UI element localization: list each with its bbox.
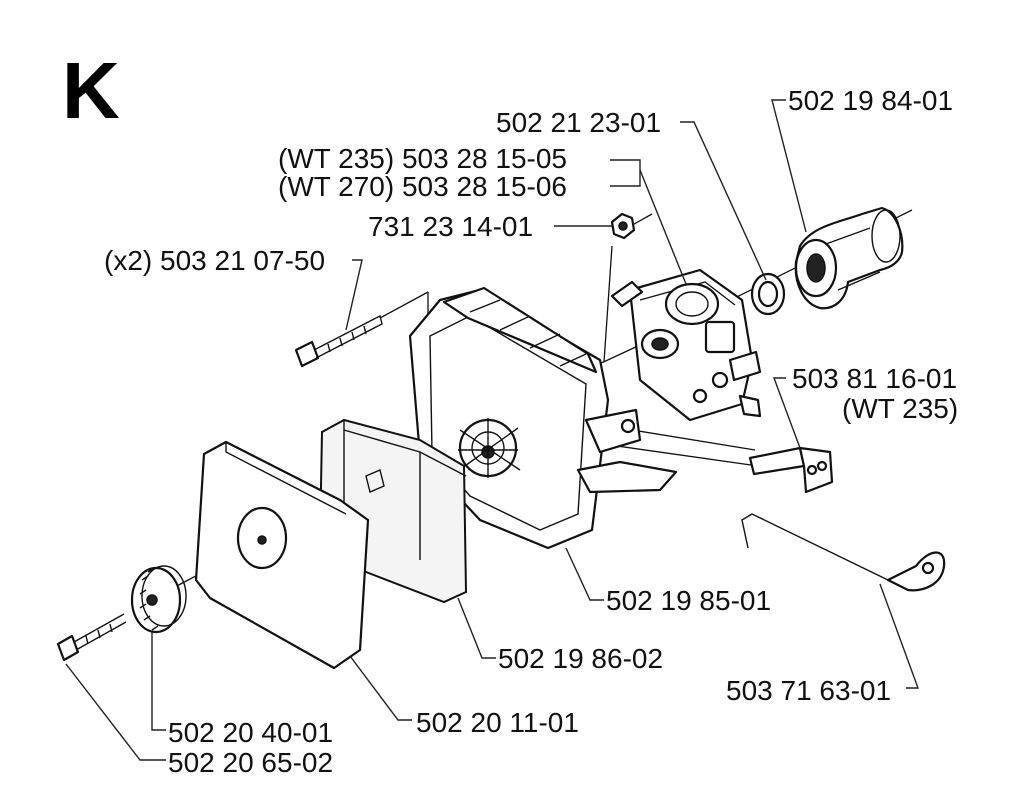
label-carb-gasket: 502 21 23-01 [496,107,661,138]
label-bracket-note: (WT 235) [842,393,958,424]
label-intake-boot: 502 19 84-01 [788,85,953,116]
label-nut: 731 23 14-01 [368,211,533,242]
carburetor [610,268,762,422]
label-screws: (x2) 503 21 07-50 [104,245,325,276]
choke-rod [741,513,946,592]
label-cover: 502 20 11-01 [416,707,579,738]
label-bracket: 503 81 16-01 [792,363,957,394]
label-filter-element: 502 19 86-02 [498,643,663,674]
cover-screw [56,613,127,662]
label-choke-rod: 503 71 63-01 [726,675,891,706]
section-letter: K [62,46,120,135]
filter-cover [194,440,370,670]
label-carb-wt235: (WT 235) 503 28 15-05 [278,143,567,174]
cover-knob [130,565,187,634]
long-screw [294,314,383,368]
bracket [748,446,834,494]
nut [610,212,636,240]
part-labels: 502 21 23-01 502 19 84-01 (WT 235) 503 2… [104,85,958,778]
label-carb-wt270: (WT 270) 503 28 15-06 [278,171,567,202]
label-cover-knob: 502 20 40-01 [168,717,333,748]
carb-gasket [750,272,786,316]
intake-boot [794,206,904,310]
leader-lines [65,99,920,761]
label-cover-screw: 502 20 65-02 [168,747,333,778]
label-filter-housing: 502 19 85-01 [606,585,771,616]
